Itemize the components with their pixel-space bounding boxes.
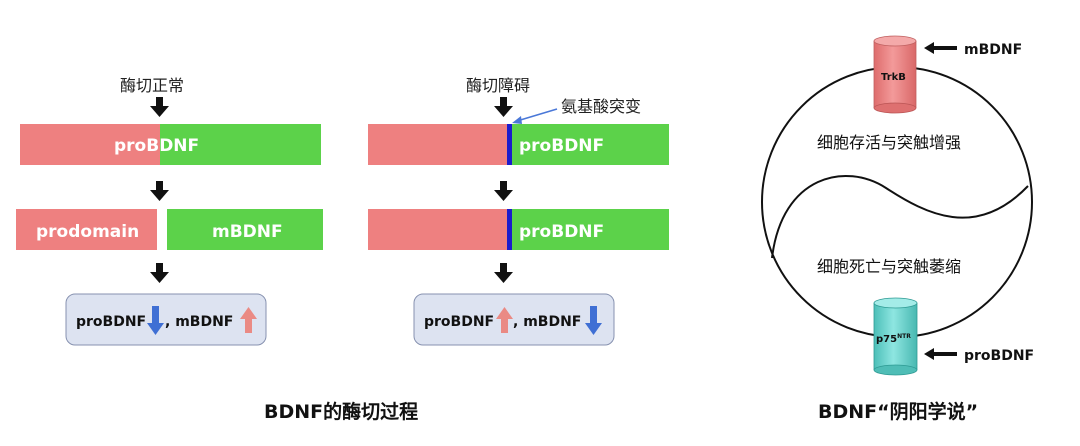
down-arrow-icon — [147, 306, 164, 335]
up-arrow-icon — [240, 307, 257, 333]
left-title: BDNF的酶切过程 — [264, 400, 418, 423]
left-arrow-icon — [924, 348, 957, 360]
left-panel: 酶切正常 proBDNF prodomain mBDNF — [16, 76, 418, 423]
down-arrow-icon — [494, 97, 513, 117]
middle-panel: 酶切障碍 氨基酸突变 proBDNF proBDNF — [368, 76, 669, 346]
trkb-receptor: TrkB — [873, 35, 917, 114]
probdnf-bar-normal: proBDNF — [20, 124, 321, 165]
mbdnf-fragment: mBDNF — [167, 209, 323, 250]
left-arrow-icon — [924, 42, 957, 54]
p75-superscript: NTR — [897, 333, 911, 340]
up-arrow-icon — [496, 307, 513, 333]
mutation-label: 氨基酸突变 — [561, 97, 641, 116]
result-probdnf-label: proBDNF — [424, 314, 494, 330]
prodomain-fragment: prodomain — [16, 209, 157, 250]
survival-text: 细胞存活与突触增强 — [817, 133, 961, 152]
result-probdnf-label: proBDNF — [76, 314, 146, 330]
p75ntr-receptor: p75NTR — [873, 297, 918, 376]
bar-label: proBDNF — [519, 136, 604, 156]
death-text: 细胞死亡与突触萎缩 — [817, 257, 961, 276]
down-arrow-icon — [150, 97, 169, 117]
bar-label: proBDNF — [114, 136, 199, 156]
down-arrow-icon — [150, 181, 169, 201]
down-arrow-icon — [494, 181, 513, 201]
prodomain-label: prodomain — [36, 222, 139, 242]
result-box-normal: proBDNF , mBDNF — [65, 293, 267, 346]
probdnf-ligand-label: proBDNF — [964, 348, 1034, 364]
p75-base: p75 — [876, 334, 897, 345]
result-mbdnf-label: , mBDNF — [513, 314, 581, 330]
mbdnf-label: mBDNF — [212, 222, 283, 242]
impaired-cleavage-label: 酶切障碍 — [466, 76, 530, 95]
probdnf-bar-uncleaved: proBDNF — [368, 209, 669, 250]
right-panel: TrkB mBDNF 细胞存活与突触增强 细胞死亡与突触萎缩 p75NTR pr… — [761, 35, 1034, 423]
normal-cleavage-label: 酶切正常 — [120, 76, 184, 95]
bar-label: proBDNF — [519, 222, 604, 242]
right-title: BDNF“阴阳学说” — [818, 400, 978, 423]
result-mbdnf-label: , mBDNF — [165, 314, 233, 330]
down-arrow-icon — [150, 263, 169, 283]
probdnf-bar-mutant: proBDNF — [368, 124, 669, 165]
trkb-label: TrkB — [881, 72, 906, 83]
pointer-arrow-icon — [512, 108, 558, 124]
result-box-impaired: proBDNF , mBDNF — [413, 293, 615, 346]
down-arrow-icon — [585, 306, 602, 335]
yin-yang-divider — [771, 175, 1029, 259]
mbdnf-ligand-label: mBDNF — [964, 42, 1022, 58]
p75-label: p75NTR — [876, 333, 911, 345]
down-arrow-icon — [494, 263, 513, 283]
